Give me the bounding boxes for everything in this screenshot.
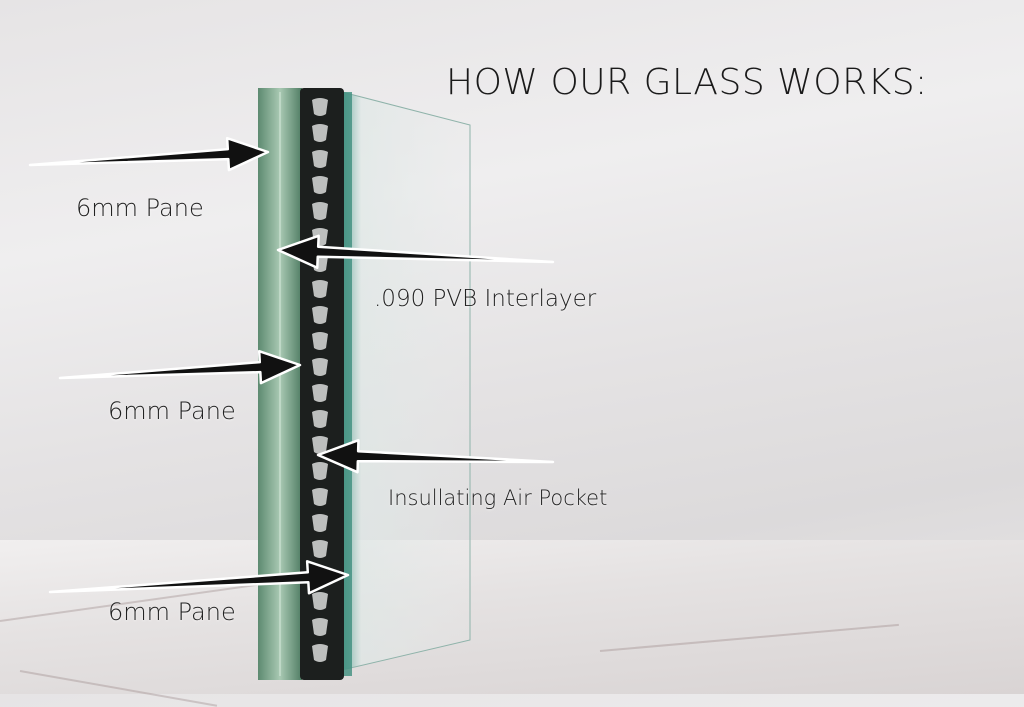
air-pocket-cell: [312, 98, 328, 116]
air-pocket-cell: [312, 150, 328, 168]
air-pocket-cell: [312, 410, 328, 428]
arrow-icon: [28, 136, 270, 172]
arrow-icon: [48, 560, 350, 595]
air-pocket-cell: [312, 540, 328, 558]
air-pocket-cell: [312, 280, 328, 298]
label-pane-bottom: 6mm Pane: [108, 598, 236, 626]
marble-surface: [0, 540, 1024, 707]
arrow-icon: [58, 349, 302, 385]
label-pane-top: 6mm Pane: [76, 194, 204, 222]
air-pocket-cell: [312, 306, 328, 324]
label-pane-middle: 6mm Pane: [108, 397, 236, 425]
air-pocket-cell: [312, 358, 328, 376]
air-pocket-cell: [312, 384, 328, 402]
air-pocket-cell: [312, 202, 328, 220]
air-pocket-cell: [312, 332, 328, 350]
air-pocket-cell: [312, 176, 328, 194]
air-pocket-cell: [312, 436, 328, 454]
air-pocket-cell: [312, 592, 328, 610]
label-air-pocket: Insullating Air Pocket: [388, 486, 608, 510]
air-pocket-cell: [312, 644, 328, 662]
air-pocket-cell: [312, 462, 328, 480]
air-pocket-cell: [312, 514, 328, 532]
arrow-icon: [276, 234, 555, 269]
pvb-interlayer: [300, 88, 344, 680]
glass-pane-right: [341, 91, 471, 671]
air-pocket-cell: [312, 488, 328, 506]
arrow-icon: [316, 438, 555, 474]
page-title: HOW OUR GLASS WORKS:: [446, 62, 928, 103]
air-pocket-cell: [312, 618, 328, 636]
glass-pane-edge: [344, 92, 352, 676]
air-pocket-cell: [312, 124, 328, 142]
label-interlayer: .090 PVB Interlayer: [374, 286, 597, 312]
